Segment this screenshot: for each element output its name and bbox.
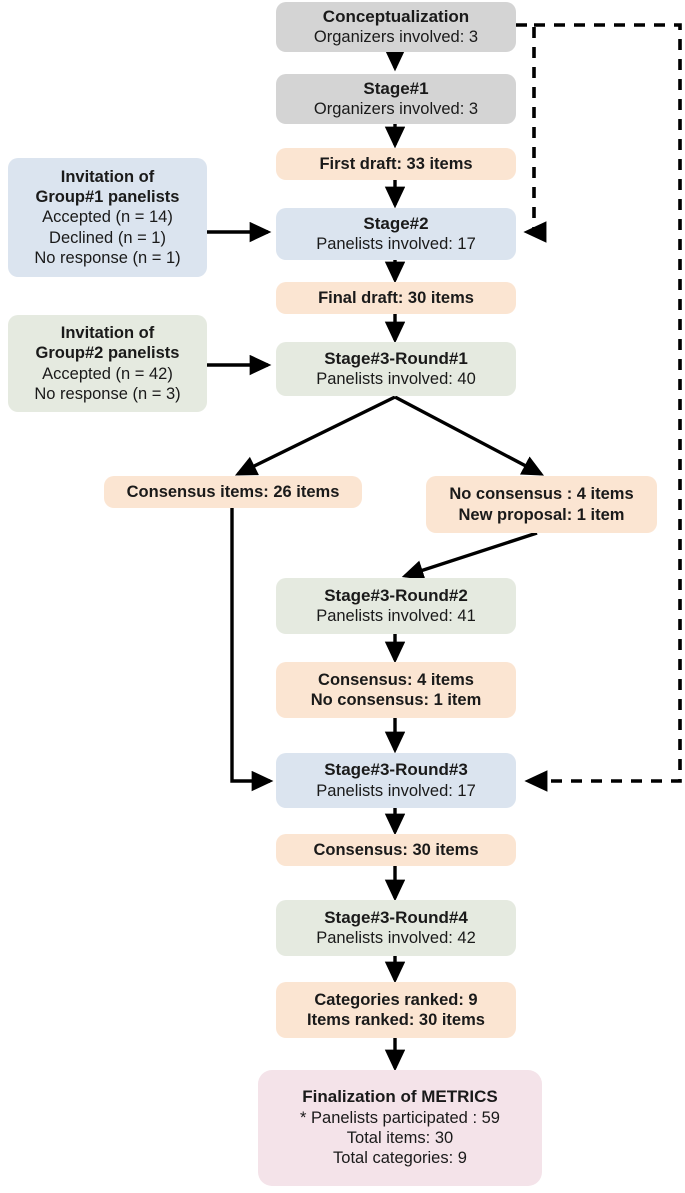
node-line: Panelists involved: 17: [316, 235, 476, 254]
node-line: Finalization of METRICS: [302, 1087, 498, 1107]
node-stage1[interactable]: Stage#1 Organizers involved: 3: [276, 74, 516, 124]
node-line: Stage#3-Round#2: [324, 585, 468, 605]
node-ranked[interactable]: Categories ranked: 9 Items ranked: 30 it…: [276, 982, 516, 1038]
node-line: Panelists involved: 17: [316, 781, 476, 800]
node-line: Group#1 panelists: [35, 188, 180, 207]
node-line: Organizers involved: 3: [313, 100, 479, 119]
node-line: Invitation of: [60, 324, 155, 343]
node-line: Total categories: 9: [333, 1149, 467, 1168]
edge-conceptualization-feedback-to-stage2: [516, 23, 547, 243]
node-consensus-30[interactable]: Consensus: 30 items: [276, 834, 516, 866]
node-stage3-round1[interactable]: Stage#3-Round#1 Panelists involved: 40: [276, 342, 516, 396]
node-line: No response (n = 1): [34, 248, 181, 267]
node-line: Total items: 30: [346, 1129, 454, 1148]
node-final-draft[interactable]: Final draft: 30 items: [276, 282, 516, 314]
node-line: Group#2 panelists: [35, 344, 180, 363]
node-stage3-round3[interactable]: Stage#3-Round#3 Panelists involved: 17: [276, 753, 516, 808]
node-line: Categories ranked: 9: [314, 990, 478, 1009]
node-line: Stage#3-Round#4: [324, 907, 468, 927]
edge-consensus-items-26-to-stage3-round3: [230, 508, 274, 792]
node-line: Panelists involved: 41: [316, 607, 476, 626]
node-consensus-items-26[interactable]: Consensus items: 26 items: [104, 476, 362, 508]
node-conceptualization[interactable]: Conceptualization Organizers involved: 3: [276, 2, 516, 52]
node-line: Invitation of: [60, 168, 155, 187]
node-line: Stage#1: [363, 78, 429, 98]
node-line: Conceptualization: [322, 6, 470, 26]
node-no-consensus-4[interactable]: No consensus : 4 items New proposal: 1 i…: [426, 476, 657, 533]
node-line: Stage#3-Round#3: [324, 760, 468, 780]
node-line: Organizers involved: 3: [313, 28, 479, 47]
node-stage3-round4[interactable]: Stage#3-Round#4 Panelists involved: 42: [276, 900, 516, 956]
node-line: Consensus: 30 items: [313, 840, 479, 859]
node-line: First draft: 33 items: [319, 154, 473, 173]
node-line: Accepted (n = 42): [42, 364, 173, 383]
node-line: Panelists involved: 40: [316, 370, 476, 389]
node-line: No consensus : 4 items: [449, 485, 634, 504]
node-stage3-round2[interactable]: Stage#3-Round#2 Panelists involved: 41: [276, 578, 516, 634]
edge-stage3-round1-to-consensus-items-26: [234, 395, 396, 476]
edge-no-consensus-4-to-stage3-round2: [401, 531, 538, 581]
node-line: Stage#2: [363, 213, 429, 233]
node-line: Declined (n = 1): [49, 228, 166, 247]
node-first-draft[interactable]: First draft: 33 items: [276, 148, 516, 180]
node-line: Consensus items: 26 items: [126, 482, 340, 501]
node-line: Consensus: 4 items: [318, 670, 474, 689]
node-line: Items ranked: 30 items: [307, 1011, 485, 1029]
node-invitation-group2[interactable]: Invitation of Group#2 panelists Accepted…: [8, 315, 207, 412]
node-stage2[interactable]: Stage#2 Panelists involved: 17: [276, 208, 516, 260]
edge-conceptualization-feedback-to-stage3-round3: [524, 23, 682, 792]
node-consensus-4-noconsensus-1[interactable]: Consensus: 4 items No consensus: 1 item: [276, 662, 516, 718]
node-line: * Panelists participated : 59: [300, 1109, 500, 1128]
node-finalization[interactable]: Finalization of METRICS * Panelists part…: [258, 1070, 542, 1186]
node-line: No response (n = 3): [34, 384, 181, 403]
node-line: Accepted (n = 14): [42, 208, 173, 227]
edge-stage3-round1-to-no-consensus-4: [394, 395, 545, 476]
node-line: Stage#3-Round#1: [324, 348, 468, 368]
node-line: Panelists involved: 42: [316, 929, 476, 948]
node-line: Final draft: 30 items: [318, 288, 474, 307]
node-invitation-group1[interactable]: Invitation of Group#1 panelists Accepted…: [8, 158, 207, 277]
node-line: New proposal: 1 item: [458, 505, 625, 524]
node-line: No consensus: 1 item: [310, 691, 482, 709]
